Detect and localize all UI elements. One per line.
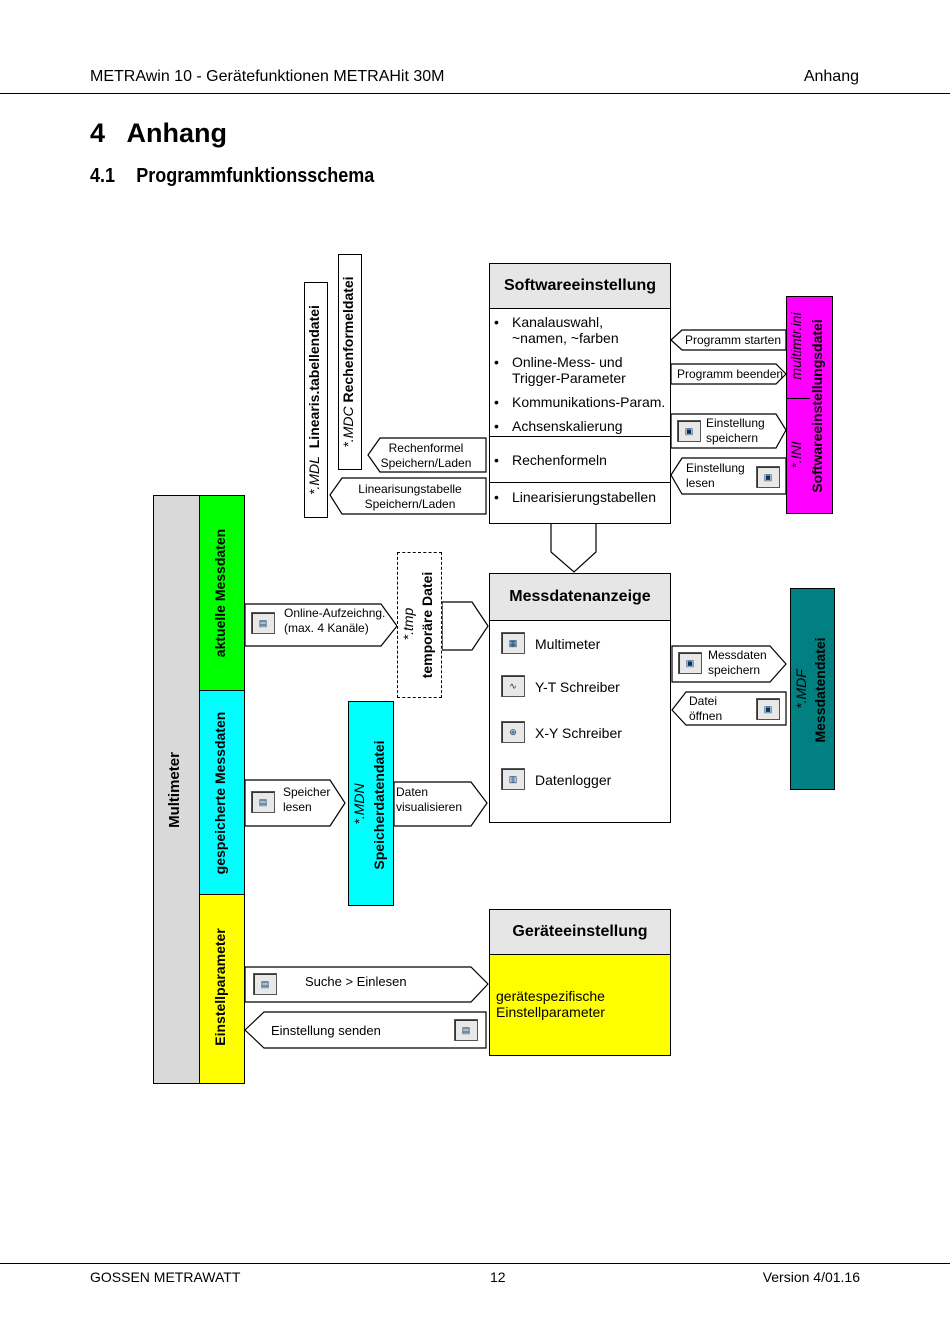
section-number: 4.1	[90, 165, 116, 187]
xy-recorder-icon: ⊕	[501, 721, 525, 743]
file-tmp-box	[397, 552, 442, 698]
file-mdl-box	[304, 282, 328, 518]
open-file-icon: ▣	[756, 698, 780, 720]
header-right: Anhang	[803, 68, 859, 85]
geraete-body: gerätespezifische Einstellparameter	[496, 988, 605, 1020]
software-item: Achsenskalierung	[494, 418, 622, 434]
section-heading: 4.1 Programmfunktionsschema	[90, 165, 374, 188]
header-left: METRAwin 10 - Gerätefunktionen METRAHit …	[90, 68, 445, 85]
file-mdf-box	[790, 588, 835, 790]
section-title: Programmfunktionsschema	[136, 165, 375, 187]
software-title: Softwareeinstellung	[490, 264, 670, 309]
footer-right: Version 4/01.16	[762, 1269, 860, 1285]
section-aktuell-label: aktuelle Messdaten	[212, 528, 228, 658]
page-number: 12	[490, 1269, 506, 1285]
software-item: Rechenformeln	[494, 452, 607, 468]
file-mdl-label: *.MDL Linearis.tabellendatei	[306, 305, 322, 495]
geraete-box: Geräteeinstellung gerätespezifische Eins…	[489, 909, 671, 1056]
online-record-icon: ▤	[251, 612, 275, 634]
file-ini-box	[786, 296, 833, 514]
messdaten-item: Datenlogger	[535, 772, 612, 788]
label-programm-starten: Programm starten	[685, 333, 782, 347]
file-mdf-ext: *.MDF	[793, 669, 809, 709]
file-mdn-name: Speicherdatendatei	[371, 740, 387, 870]
multimeter-label: Multimeter	[166, 752, 183, 828]
chapter-number: 4	[90, 118, 106, 148]
arrow-tmp	[441, 601, 489, 651]
messdaten-item: Y-T Schreiber	[535, 679, 620, 695]
save-settings-icon: ▣	[677, 420, 701, 442]
load-settings-icon: ▣	[756, 466, 780, 488]
messdaten-title: Messdatenanzeige	[490, 574, 670, 621]
file-tmp-ext: *.tmp	[400, 607, 416, 641]
software-item: Online-Mess- und Trigger-Parameter	[494, 354, 652, 386]
geraete-title: Geräteeinstellung	[490, 910, 670, 955]
file-mdc-label: *.MDC Rechenformeldatei	[340, 276, 356, 448]
file-ini-filename: multimtr.ini	[788, 312, 804, 380]
yt-recorder-icon: ∿	[501, 675, 525, 697]
file-ini-ext: *.INI	[788, 441, 804, 469]
messdaten-box: Messdatenanzeige	[489, 573, 671, 823]
software-item: Kanalauswahl, ~namen, ~farben	[494, 314, 630, 346]
arrow-linearisierung	[329, 477, 487, 515]
search-device-icon: ▤	[253, 973, 277, 995]
datalogger-icon: ▥	[501, 768, 525, 790]
file-ini-name: Softwareeinstellungsdatei	[809, 319, 825, 493]
header-rule	[0, 93, 950, 94]
file-mdn-box	[348, 701, 394, 906]
send-settings-icon: ▤	[454, 1019, 478, 1041]
file-mdc-box	[338, 254, 362, 470]
read-memory-icon: ▤	[251, 791, 275, 813]
multimeter-icon: ▦	[501, 632, 525, 654]
section-einstell-label: Einstellparameter	[212, 928, 228, 1046]
section-einstell	[199, 894, 245, 1084]
arrow-rechenformel	[367, 437, 487, 473]
label-senden: Einstellung senden	[271, 1023, 381, 1038]
chapter-title: Anhang	[126, 118, 228, 148]
file-tmp-name: temporäre Datei	[419, 571, 435, 679]
arrow-online	[244, 603, 398, 647]
messdaten-item: X-Y Schreiber	[535, 725, 622, 741]
software-box: Softwareeinstellung Kanalauswahl, ~namen…	[489, 263, 671, 524]
footer-left: GOSSEN METRAWATT	[90, 1269, 241, 1285]
arrow-suche	[244, 966, 489, 1003]
section-gespeichert-label: gespeicherte Messdaten	[212, 711, 228, 875]
chapter-heading: 4 Anhang	[90, 118, 227, 149]
file-mdn-ext: *.MDN	[351, 783, 367, 825]
software-item: Linearisierungstabellen	[494, 489, 656, 505]
section-aktuell	[199, 495, 245, 691]
arrow-daten-visualisieren	[393, 781, 488, 827]
label-suche: Suche > Einlesen	[305, 974, 407, 989]
arrow-senden	[244, 1011, 487, 1049]
footer-rule	[0, 1263, 950, 1264]
section-gespeichert	[199, 690, 245, 895]
save-data-icon: ▣	[678, 652, 702, 674]
label-online: Online-Aufzeichng.(max. 4 Kanäle)	[284, 606, 386, 635]
label-programm-beenden: Programm beenden	[677, 367, 784, 381]
messdaten-item: Multimeter	[535, 636, 601, 652]
file-mdf-name: Messdatendatei	[812, 637, 828, 743]
software-item: Kommunikations-Param.	[494, 394, 672, 410]
arrow-software-to-messdaten	[550, 522, 597, 573]
